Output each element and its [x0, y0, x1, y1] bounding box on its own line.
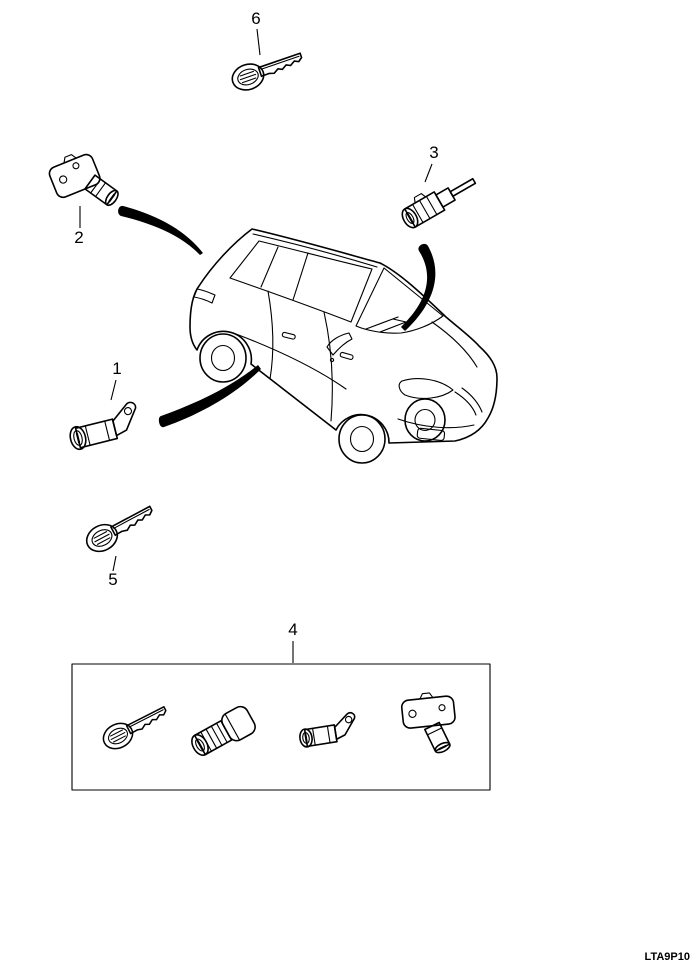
callout-5-label: 5: [108, 570, 117, 589]
callouts: 6 2 3 1 5 4: [74, 9, 439, 663]
part-6-key-icon: [228, 45, 307, 95]
part-3-ignition-lock-cylinder-icon: [401, 177, 477, 229]
leader-line-5: [112, 555, 117, 572]
vehicle-illustration: [189, 228, 498, 464]
door-seams: [267, 290, 274, 380]
parts-kit-box: [71, 663, 491, 791]
kit-ignition-cylinder-icon: [191, 705, 256, 757]
leader-line-1: [110, 379, 117, 401]
part-5-key-icon: [81, 499, 159, 558]
part-2-lock-cylinder-with-bracket-icon: [48, 153, 119, 207]
kit-lock-with-bracket-icon: [400, 692, 456, 754]
pointer-arrow-rear-door: [118, 205, 203, 255]
headlight: [398, 378, 454, 399]
callout-4-label: 4: [288, 620, 297, 639]
leader-line-6: [256, 28, 261, 56]
kit-key-icon: [98, 700, 173, 755]
callout-2-label: 2: [74, 228, 83, 247]
car-body-outline: [189, 228, 498, 444]
callout-1-label: 1: [112, 359, 121, 378]
pointer-arrow-ignition: [401, 243, 436, 331]
kit-lock-cylinder-lever-icon: [299, 712, 356, 748]
windshield: [355, 267, 444, 334]
callout-3-label: 3: [429, 143, 438, 162]
front-right-wheel: [404, 398, 446, 442]
pointer-arrow-front-door: [158, 365, 261, 428]
side-mirror: [326, 332, 353, 356]
rear-left-wheel: [199, 333, 247, 383]
callout-6-label: 6: [251, 9, 260, 28]
pointer-arrows: [118, 205, 436, 428]
leader-line-3: [424, 163, 433, 183]
front-left-wheel: [338, 414, 386, 464]
door-handle: [339, 351, 354, 360]
part-1-door-lock-cylinder-icon: [69, 401, 137, 451]
door-keyhole: [329, 357, 335, 363]
front-intake: [416, 427, 446, 442]
door-handle: [281, 331, 296, 340]
taillight: [193, 288, 216, 304]
side-windows: [229, 240, 373, 323]
drawing-code: LTA9P10: [645, 951, 690, 963]
kit-outline-box: [71, 663, 491, 791]
